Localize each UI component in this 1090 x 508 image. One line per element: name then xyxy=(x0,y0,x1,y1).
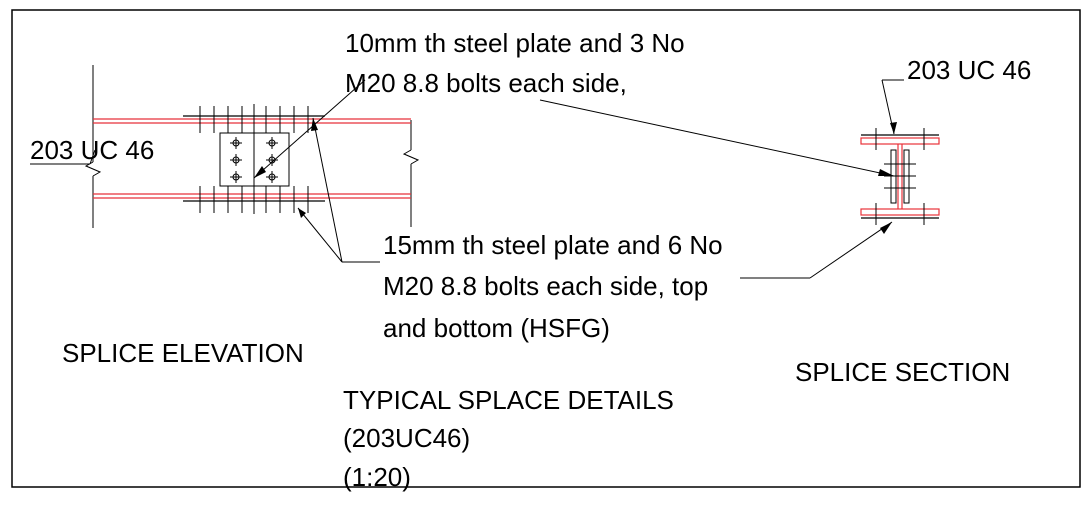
web-plate-note-line2: M20 8.8 bolts each side, xyxy=(345,68,627,98)
web-plate-note-line1: 10mm th steel plate and 3 No xyxy=(345,28,685,58)
web-bolts xyxy=(230,137,278,183)
drawing-frame xyxy=(11,9,1081,488)
section-bottom-flange xyxy=(860,208,940,216)
flange-plate-note-line2: M20 8.8 bolts each side, top xyxy=(383,271,708,301)
elevation-bottom-flange xyxy=(93,193,411,199)
splice-elevation-title: SPLICE ELEVATION xyxy=(62,338,304,368)
elevation-member-label: 203 UC 46 xyxy=(30,135,154,165)
section-top-flange xyxy=(860,137,940,145)
flange-plate-note-line1: 15mm th steel plate and 6 No xyxy=(383,230,723,260)
right-break-line xyxy=(402,120,420,227)
splice-section-title: SPLICE SECTION xyxy=(795,357,1010,387)
detail-title-line3: (1:20) xyxy=(343,462,411,492)
detail-title-line1: TYPICAL SPLACE DETAILS xyxy=(343,385,674,415)
elevation-top-flange xyxy=(93,118,411,124)
leader-lines xyxy=(30,79,904,279)
section-member-label: 203 UC 46 xyxy=(907,55,1031,85)
splice-section xyxy=(860,128,940,225)
flange-plate-note-line3: and bottom (HSFG) xyxy=(383,313,610,343)
top-flange-bolts xyxy=(199,106,309,133)
bottom-flange-bolts xyxy=(199,186,309,213)
splice-elevation xyxy=(84,65,420,228)
detail-title-line2: (203UC46) xyxy=(343,423,470,453)
leader-arrowheads xyxy=(254,118,897,234)
section-flange-bolts xyxy=(875,128,925,225)
web-splice-plate xyxy=(219,132,290,187)
